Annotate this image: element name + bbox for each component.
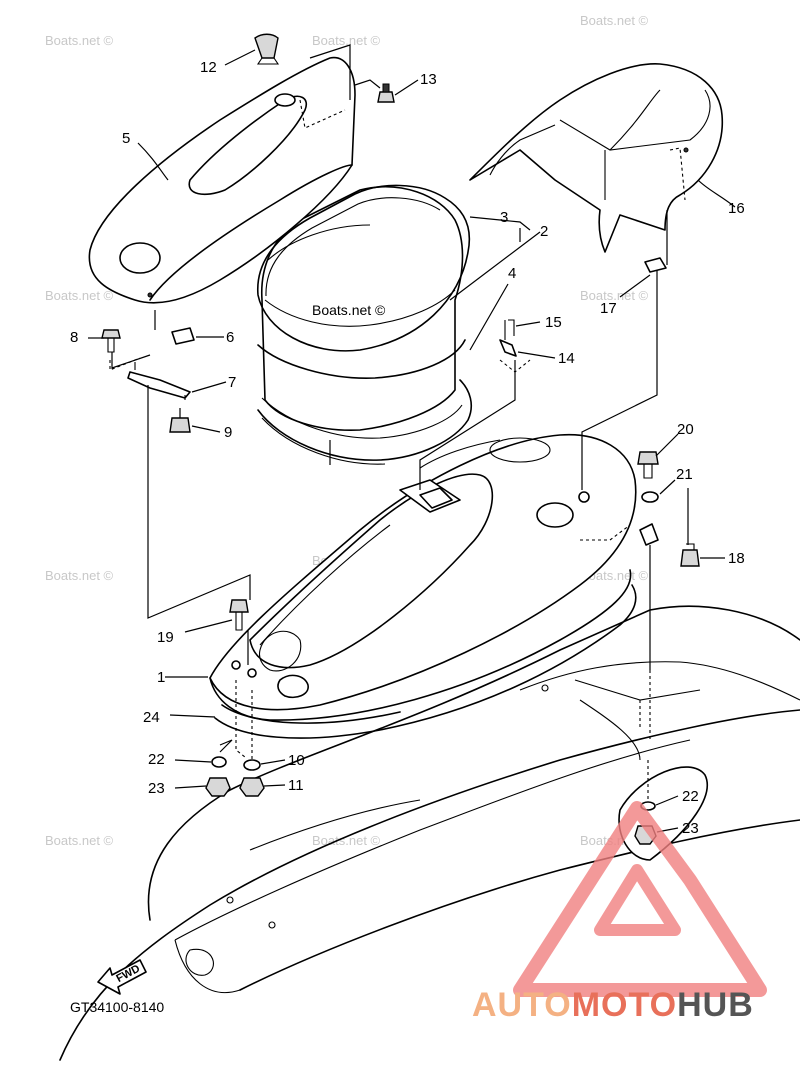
washer-part-10: [243, 759, 261, 771]
trim-part-24: [214, 584, 637, 739]
brand-text: AUTOMOTOHUB: [472, 986, 754, 1024]
callout-23-right: 23: [682, 820, 699, 837]
callout-24: 24: [143, 709, 160, 726]
bracket-part-17: [644, 257, 667, 273]
hatch-cover-part-5: [88, 56, 356, 304]
screw-part-9: [169, 417, 191, 433]
callout-15: 15: [545, 314, 562, 331]
cap-part-12: [254, 33, 280, 65]
diagram-code: GT34100-8140: [70, 999, 164, 1015]
brand-part-moto: MOTO: [572, 986, 677, 1024]
washer-part-22-left: [211, 756, 227, 768]
nut-part-11: [239, 777, 265, 797]
assembly-lines: [111, 44, 689, 800]
watermark: Boats.net ©: [580, 13, 649, 28]
callout-18: 18: [728, 550, 745, 567]
bracket-right: [639, 523, 659, 546]
callout-19: 19: [157, 629, 174, 646]
callout-22-right: 22: [682, 788, 699, 805]
bolt-part-13: [377, 83, 395, 103]
callout-3: 3: [500, 209, 508, 226]
right-mount: [618, 766, 708, 861]
inner-watermark: Boats.net ©: [312, 302, 386, 318]
callout-5: 5: [122, 130, 130, 147]
callout-12: 12: [200, 59, 217, 76]
watermark: Boats.net ©: [45, 568, 114, 583]
brand-logo: AUTOMOTOHUB: [472, 801, 767, 1024]
callout-8: 8: [70, 329, 78, 346]
callout-17: 17: [600, 300, 617, 317]
callout-1: 1: [157, 669, 165, 686]
bolt-part-19: [229, 599, 249, 631]
brand-part-hub: HUB: [677, 986, 754, 1024]
callout-11: 11: [288, 777, 304, 794]
watermark: Boats.net ©: [45, 833, 114, 848]
callout-23-left: 23: [148, 780, 165, 797]
watermark: Boats.net ©: [45, 33, 114, 48]
callout-22-left: 22: [148, 751, 165, 768]
callout-14: 14: [558, 350, 575, 367]
nut-part-23-left: [205, 777, 231, 797]
callout-6: 6: [226, 329, 234, 346]
bolt-part-20: [637, 451, 659, 479]
callout-16: 16: [728, 200, 745, 217]
callout-20: 20: [677, 421, 694, 438]
callouts: 1 2 3 4 5 6 7 8 9 10 11 12 13 14 15 16 1…: [70, 59, 745, 837]
callout-7: 7: [228, 374, 236, 391]
watermark: Boats.net ©: [312, 33, 381, 48]
washer-part-21: [641, 491, 659, 503]
deck-part-1: [209, 433, 637, 721]
callout-2: 2: [540, 223, 548, 240]
watermark: Boats.net ©: [45, 288, 114, 303]
bolt-part-18: [680, 543, 700, 567]
gasket-part-3: [257, 184, 471, 352]
bolt-part-8: [101, 329, 121, 353]
callout-9: 9: [224, 424, 232, 441]
gasket-part-4: [257, 379, 472, 465]
callout-13: 13: [420, 71, 437, 88]
seat-part-16: [469, 63, 724, 253]
watermark: Boats.net ©: [312, 833, 381, 848]
watermark: Boats.net ©: [580, 288, 649, 303]
callout-10: 10: [288, 752, 305, 769]
brand-part-auto: AUTO: [472, 986, 572, 1024]
callout-4: 4: [508, 265, 516, 282]
callout-21: 21: [676, 466, 693, 483]
